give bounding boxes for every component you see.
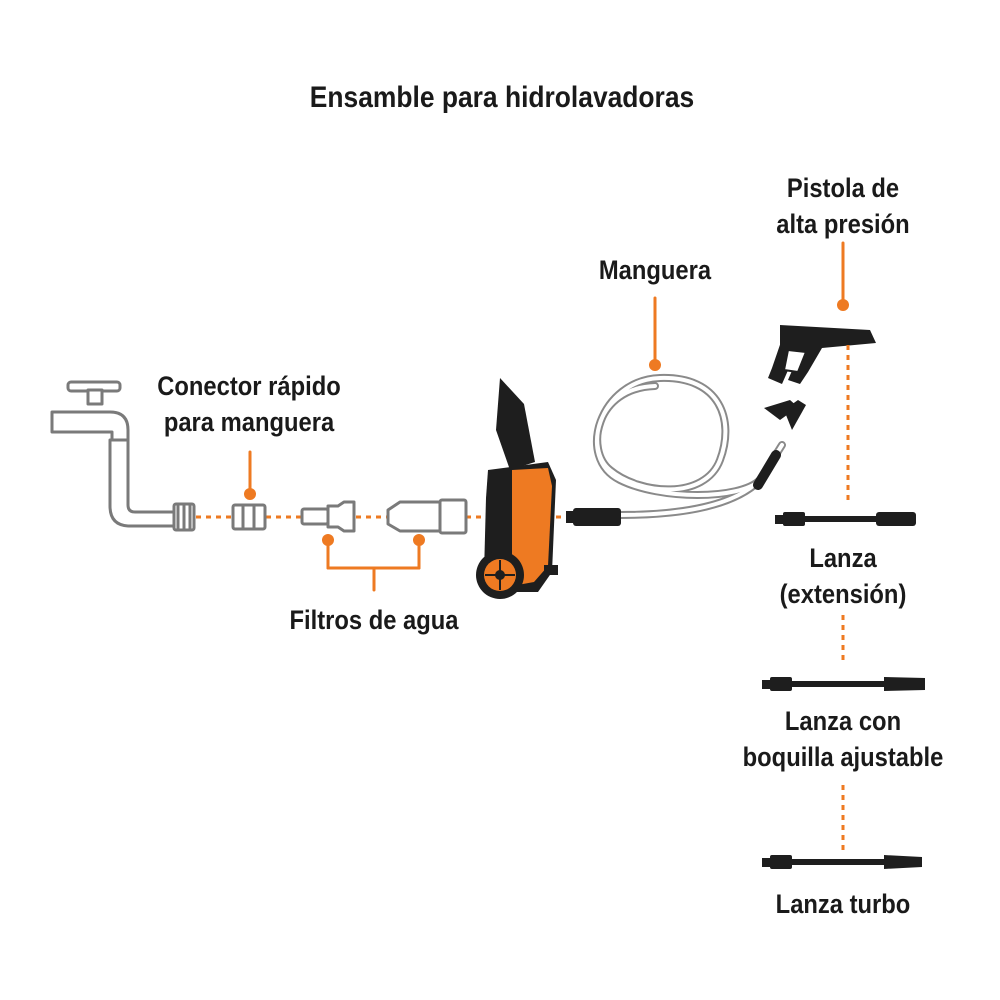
label-line: Conector rápido: [157, 371, 341, 401]
label-manguera: Manguera: [598, 255, 712, 285]
faucet-icon: [50, 380, 196, 532]
label-line: Pistola de: [786, 173, 900, 203]
lance-icon: [762, 677, 925, 691]
filters-marker-dot: [322, 534, 334, 546]
label-line: alta presión: [776, 209, 910, 239]
label-lanza-turbo: Lanza turbo: [775, 889, 911, 919]
pressure-washer-icon: [476, 378, 558, 599]
label-line: (extensión): [779, 579, 907, 609]
quick-connector-icon: [231, 503, 267, 531]
label-line: boquilla ajustable: [742, 742, 944, 772]
filters-marker-dot: [413, 534, 425, 546]
label-lanza-boquilla: Lanza con boquilla ajustable: [728, 703, 959, 775]
water-filter-icon: [300, 500, 356, 533]
filters-bracket: [326, 538, 421, 592]
label-pointers: [248, 241, 845, 496]
label-pistola: Pistola de alta presión: [744, 170, 943, 242]
label-lanza-extension: Lanza (extensión): [755, 540, 931, 612]
label-line: Lanza: [809, 543, 877, 573]
pistola-marker-dot: [837, 299, 849, 311]
page-title: Ensamble para hidrolavadoras: [309, 81, 695, 114]
lance-dashes: [841, 345, 850, 850]
label-line: Lanza con: [784, 706, 902, 736]
lance-icon: [762, 855, 922, 869]
label-line: para manguera: [163, 407, 335, 437]
label-filtros: Filtros de agua: [289, 605, 459, 635]
spray-gun-icon: [753, 325, 876, 490]
conector-marker-dot: [244, 488, 256, 500]
water-filter-icon: [386, 498, 468, 535]
manguera-marker-dot: [649, 359, 661, 371]
label-conector: Conector rápido para manguera: [134, 368, 365, 440]
hose-icon: [566, 373, 786, 526]
lance-icon: [775, 512, 916, 526]
